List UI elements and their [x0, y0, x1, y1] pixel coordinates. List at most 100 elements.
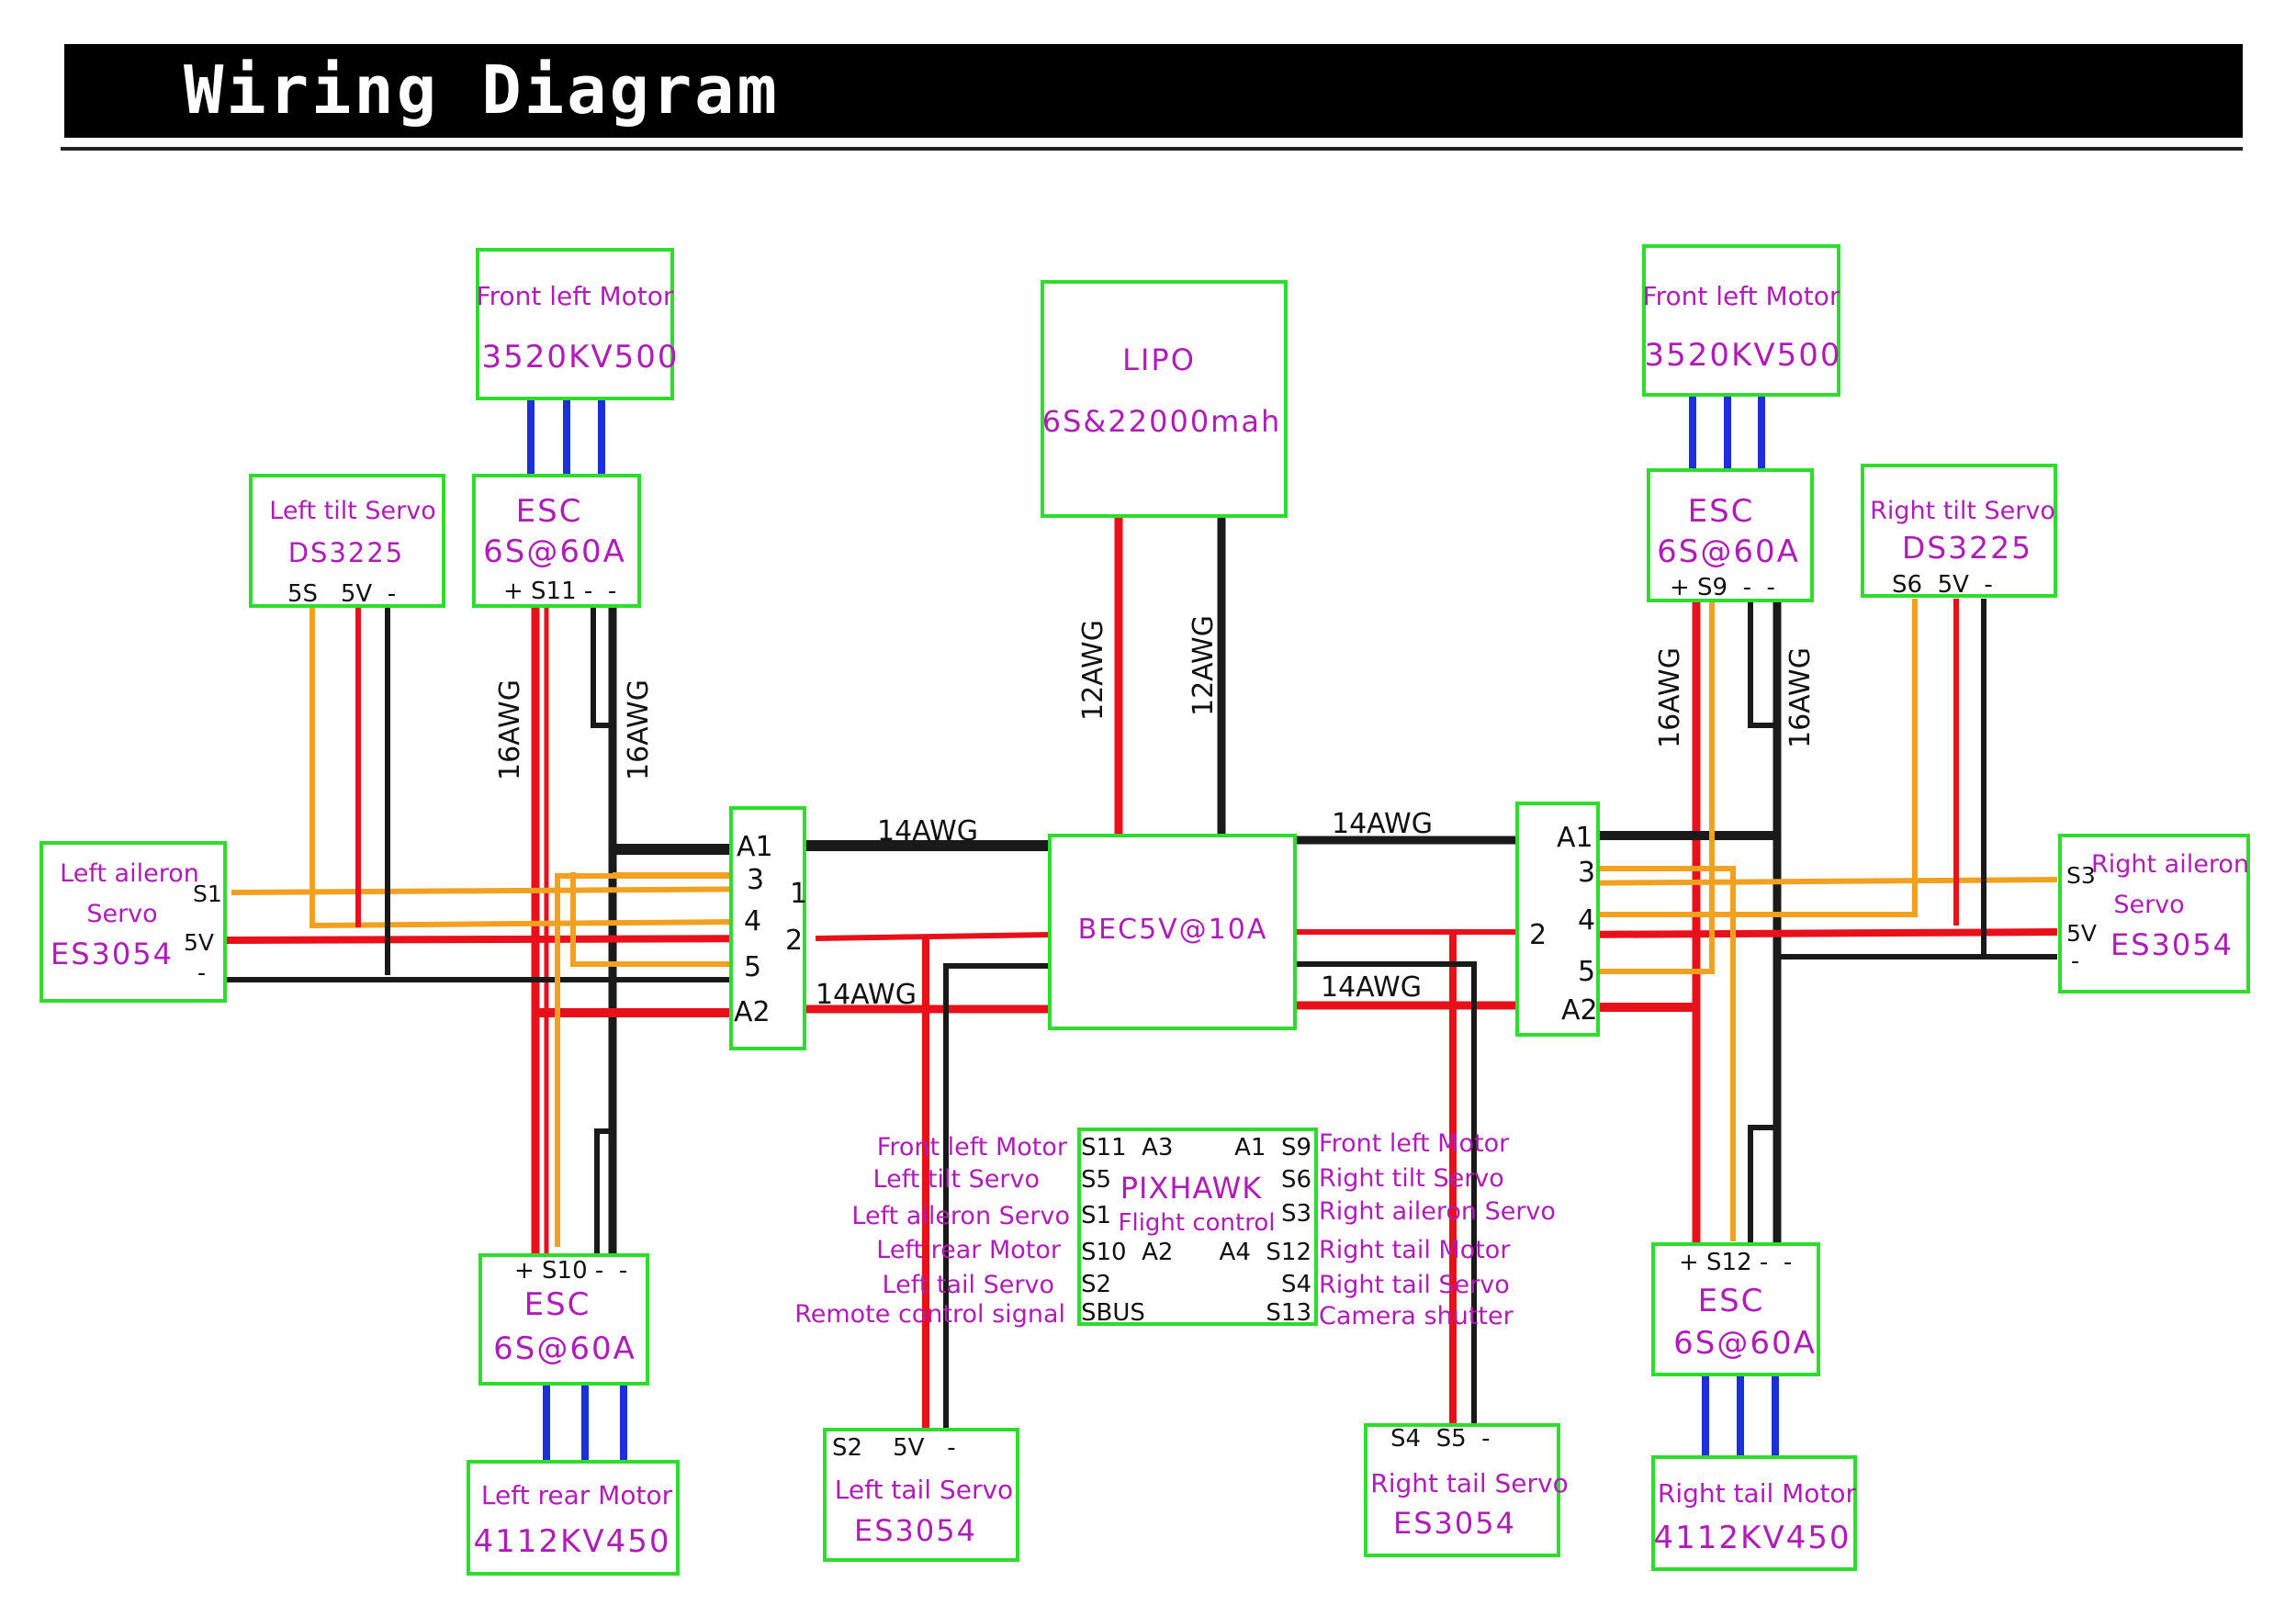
left-tilt-servo-model: DS3225: [288, 537, 405, 568]
right-tilt-servo-pins: S6 5V -: [1892, 571, 1993, 599]
left-aileron-pin-gnd: -: [197, 960, 206, 986]
esc-rear-left-spec: 6S@60A: [493, 1330, 636, 1367]
pixhawk-name: PIXHAWK: [1120, 1171, 1263, 1206]
awg-lipo-positive: 12AWG: [1077, 620, 1109, 721]
left-junction-3: 3: [747, 864, 764, 896]
lipo-name: LIPO: [1122, 342, 1196, 377]
left-aileron-servo-box: Left aileron Servo ES3054 S1 5V -: [39, 841, 227, 1003]
pixhawk-right-pin: A1 S9: [1234, 1134, 1311, 1162]
wire-fr-esc-signal: [1561, 600, 1715, 974]
awg-right-top: 14AWG: [1332, 808, 1433, 840]
pixhawk-left-label: Left rear Motor: [876, 1236, 1062, 1264]
right-tail-motor-box: Right tail Motor 4112KV450: [1651, 1455, 1857, 1571]
wire-rl-esc-signal: [555, 873, 735, 1247]
wires: [224, 393, 2058, 1462]
wire-left-tilt-signal: [310, 606, 736, 929]
left-junction-side-2: 2: [785, 925, 803, 957]
right-tilt-servo-model: DS3225: [1902, 530, 2032, 566]
pixhawk-right-label: Right tail Motor: [1319, 1236, 1511, 1264]
awg-lipo-negative: 12AWG: [1187, 615, 1220, 716]
awg-left-bottom: 14AWG: [816, 979, 917, 1011]
right-aileron-servo-name-1: Right aileron: [2091, 850, 2249, 879]
right-aileron-pin-s: S3: [2066, 862, 2096, 889]
right-tail-servo-name: Right tail Servo: [1370, 1468, 1568, 1498]
esc-front-left-box: ESC 6S@60A + S11 - -: [472, 474, 641, 608]
wire-rr-esc-signal: [1561, 866, 1736, 1241]
awg-fl-negative: 16AWG: [623, 679, 655, 780]
left-aileron-servo-name-2: Servo: [86, 900, 157, 928]
wire-right-aileron-signal: [1560, 877, 2058, 886]
lipo-spec: 6S&22000mah: [1042, 404, 1281, 439]
wire-left-tail-gnd: [943, 963, 1050, 1428]
pixhawk-box: PIXHAWK Flight control S11 A3 S5 S1 S10 …: [1077, 1128, 1318, 1327]
right-junction-a2: A2: [1561, 994, 1598, 1027]
wire-rl-esc-neg2: [594, 1128, 613, 1255]
left-aileron-pin-s: S1: [193, 881, 222, 907]
wire-right-tail-gnd: [1295, 961, 1477, 1425]
front-right-motor-model: 3520KV500: [1645, 337, 1842, 374]
left-junction-side-1: 1: [790, 878, 807, 910]
pixhawk-left-pin: S11 A3: [1081, 1134, 1173, 1162]
awg-right-bottom: 14AWG: [1321, 971, 1422, 1004]
left-tilt-servo-name: Left tilt Servo: [269, 497, 436, 525]
pixhawk-right-pin: S6: [1281, 1166, 1311, 1194]
left-tail-servo-model: ES3054: [854, 1513, 977, 1548]
esc-front-left-spec: 6S@60A: [483, 533, 626, 570]
pixhawk-left-pin: S1: [1081, 1202, 1111, 1229]
wire-left-5: [570, 872, 735, 967]
left-aileron-servo-model: ES3054: [51, 937, 174, 971]
pixhawk-left-pin: S10 A2: [1081, 1239, 1173, 1266]
title-bar: Wiring Diagram: [64, 44, 2243, 138]
bec-box: BEC5V@10A: [1048, 834, 1297, 1030]
right-tilt-servo-box: Right tilt Servo DS3225 S6 5V -: [1861, 464, 2057, 599]
pixhawk-right-pin: S4: [1281, 1271, 1311, 1298]
right-tail-motor-model: 4112KV450: [1654, 1520, 1851, 1556]
esc-front-right-pins: + S9 - -: [1670, 574, 1775, 601]
right-tilt-servo-name: Right tilt Servo: [1870, 497, 2055, 525]
right-tail-servo-model: ES3054: [1393, 1506, 1516, 1541]
left-tail-servo-pins: S2 5V -: [832, 1434, 956, 1462]
pixhawk-right-label: Front left Motor: [1319, 1129, 1510, 1158]
awg-fr-negative: 16AWG: [1784, 647, 1817, 748]
pixhawk-left-label: Left tilt Servo: [873, 1165, 1041, 1194]
front-left-motor-box: Front left Motor 3520KV500: [476, 248, 677, 400]
wire-left-2-out: [815, 932, 1051, 941]
pixhawk-left-label: Left aileron Servo: [851, 1202, 1070, 1230]
right-tail-servo-pins: S4 S5 -: [1390, 1425, 1491, 1453]
esc-rear-left-box: + S10 - - ESC 6S@60A: [478, 1253, 649, 1386]
right-aileron-pin-5v: 5V: [2066, 920, 2097, 947]
bec-name: BEC5V@10A: [1078, 914, 1268, 946]
pixhawk-right-label: Camera shutter: [1319, 1302, 1514, 1330]
esc-rear-right-spec: 6S@60A: [1673, 1325, 1817, 1362]
left-junction-5: 5: [744, 951, 761, 983]
left-aileron-servo-name-1: Left aileron: [60, 859, 199, 888]
esc-front-right-box: ESC 6S@60A + S9 - -: [1647, 468, 1814, 602]
motor-phase-wires: [527, 393, 1779, 1462]
left-junction-box: A1 3 4 5 A2 1 2: [729, 806, 807, 1050]
front-right-motor-box: Front left Motor 3520KV500: [1642, 244, 1842, 397]
left-rear-motor-name: Left rear Motor: [481, 1480, 673, 1510]
pixhawk-right-label: Right tilt Servo: [1319, 1164, 1504, 1193]
left-tilt-servo-pins: 5S 5V -: [287, 580, 396, 608]
wire-left-aileron-signal: [231, 886, 791, 895]
left-tail-servo-name: Left tail Servo: [835, 1475, 1013, 1505]
right-junction-side-2: 2: [1529, 919, 1547, 951]
pixhawk-right-label: Right aileron Servo: [1319, 1197, 1556, 1226]
esc-front-right-spec: 6S@60A: [1657, 533, 1800, 570]
right-junction-3: 3: [1578, 857, 1595, 889]
right-aileron-servo-model: ES3054: [2110, 927, 2234, 962]
pixhawk-left-label: Front left Motor: [877, 1133, 1068, 1162]
wire-fl-esc-neg2: [591, 606, 613, 728]
right-aileron-pin-gnd: -: [2071, 948, 2079, 974]
right-junction-5: 5: [1578, 956, 1595, 988]
left-rear-motor-box: Left rear Motor 4112KV450: [467, 1460, 680, 1576]
pixhawk-right-pins: A1 S9 S6 S3 A4 S12 S4 S13: [1220, 1134, 1311, 1327]
pixhawk-left-pin: SBUS: [1081, 1299, 1145, 1327]
pixhawk-left-labels: Front left Motor Left tilt Servo Left ai…: [794, 1133, 1070, 1329]
left-junction-a1: A1: [737, 831, 773, 863]
right-tail-motor-name: Right tail Motor: [1658, 1478, 1857, 1509]
pixhawk-subtitle: Flight control: [1119, 1209, 1276, 1237]
right-aileron-servo-name-2: Servo: [2113, 891, 2184, 919]
left-junction-a2: A2: [734, 996, 771, 1028]
front-left-motor-name: Front left Motor: [477, 281, 674, 311]
